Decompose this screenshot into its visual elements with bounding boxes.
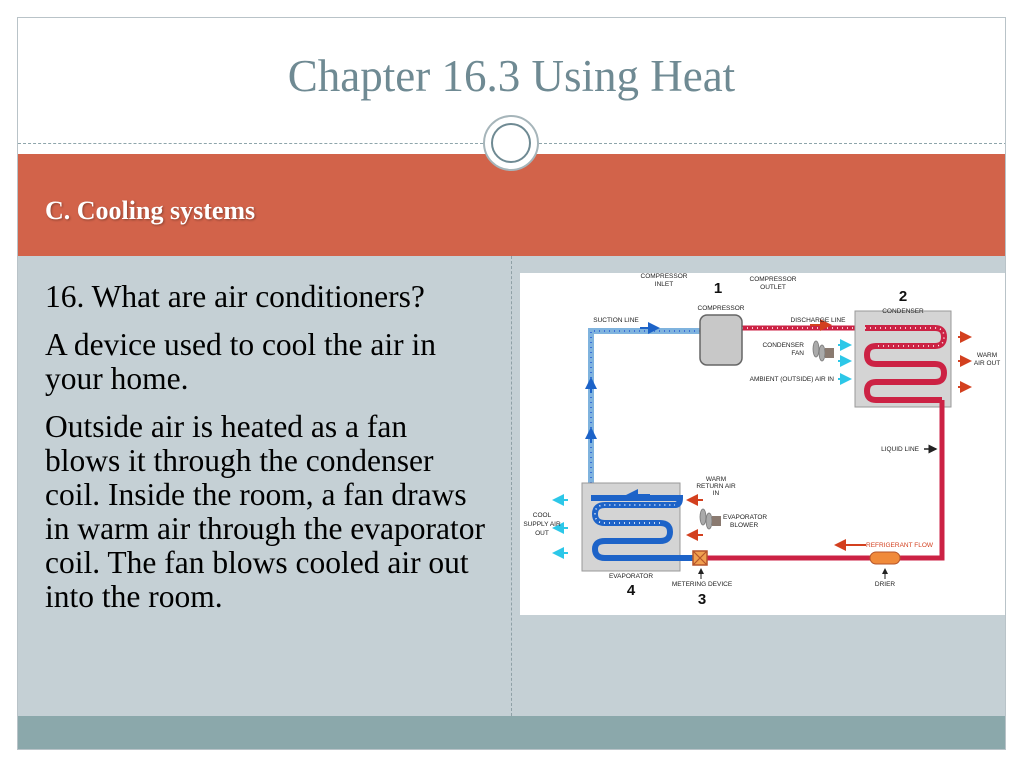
label-compressor-inlet-1: COMPRESSOR: [641, 273, 688, 280]
title-divider-left: [18, 143, 483, 144]
subtitle-band: C. Cooling systems: [18, 154, 1005, 256]
label-warm-return-air-1: WARM: [706, 476, 726, 483]
ac-cycle-svg: COMPRESSOR INLET COMPRESSOR OUTLET COMPR…: [523, 273, 1000, 608]
label-evaporator-blower-2: BLOWER: [730, 522, 758, 529]
label-compressor-outlet-2: OUTLET: [760, 284, 786, 291]
decorative-ring-icon: [483, 115, 539, 171]
content-area: 16. What are air conditioners? A device …: [18, 256, 1005, 716]
slide: Chapter 16.3 Using Heat C. Cooling syste…: [17, 17, 1006, 750]
label-warm-return-air-2: RETURN AIR: [696, 483, 736, 490]
label-cool-supply-2: SUPPLY AIR: [523, 521, 561, 528]
title-area: Chapter 16.3 Using Heat: [18, 18, 1005, 154]
number-1: 1: [714, 280, 722, 297]
label-ambient-air: AMBIENT (OUTSIDE) AIR IN: [750, 376, 835, 383]
condenser-fan-icon: [812, 340, 834, 362]
air-conditioner-diagram: COMPRESSOR INLET COMPRESSOR OUTLET COMPR…: [520, 273, 1005, 615]
label-condenser-fan-2: FAN: [791, 350, 804, 357]
label-warm-air-out-2: AIR OUT: [974, 360, 1000, 367]
label-discharge-line: DISCHARGE LINE: [791, 317, 847, 324]
label-liquid-line: LIQUID LINE: [881, 446, 920, 453]
label-warm-return-air-3: IN: [713, 490, 720, 497]
drier-icon: [869, 551, 901, 565]
liquid-line: [703, 400, 945, 561]
label-cool-supply-3: OUT: [535, 530, 549, 537]
condenser-coil-dots: [865, 327, 945, 347]
decorative-ring-inner: [491, 123, 531, 163]
metering-device-cross: [692, 550, 708, 566]
compressor-unit: [699, 314, 743, 366]
label-drier: DRIER: [875, 581, 896, 588]
evaporator-fan-icon: [699, 508, 721, 530]
label-condenser: CONDENSER: [882, 308, 924, 315]
label-warm-air-out-1: WARM: [977, 352, 997, 359]
label-evaporator-blower-1: EVAPORATOR: [723, 514, 767, 521]
number-2: 2: [899, 288, 907, 305]
number-3: 3: [698, 591, 706, 608]
title-divider-right: [539, 143, 1005, 144]
label-evaporator: EVAPORATOR: [609, 573, 653, 580]
slide-title: Chapter 16.3 Using Heat: [287, 51, 736, 101]
label-metering-device: METERING DEVICE: [672, 581, 733, 588]
answer-text: A device used to cool the air in your ho…: [45, 327, 437, 396]
label-compressor: COMPRESSOR: [698, 305, 745, 312]
suction-line: [588, 328, 700, 483]
label-compressor-inlet-2: INLET: [655, 281, 673, 288]
label-refrigerant-flow: REFRIGERANT FLOW: [866, 542, 934, 549]
footer-bar: [18, 716, 1005, 749]
evaporator-coil-dots: [594, 504, 675, 524]
question-text: 16. What are air conditioners?: [45, 279, 425, 314]
text-column: 16. What are air conditioners? A device …: [18, 256, 512, 716]
explanation-text: Outside air is heated as a fan blows it …: [45, 409, 485, 614]
condenser-coil: [863, 325, 948, 403]
body-text: 16. What are air conditioners? A device …: [45, 280, 485, 628]
label-condenser-fan-1: CONDENSER: [762, 342, 804, 349]
slide-subtitle: C. Cooling systems: [45, 196, 256, 225]
label-cool-supply-1: COOL: [533, 512, 552, 519]
label-suction-line: SUCTION LINE: [593, 317, 639, 324]
number-4: 4: [627, 582, 636, 599]
label-compressor-outlet-1: COMPRESSOR: [750, 276, 797, 283]
suction-line-dots: [590, 330, 700, 483]
